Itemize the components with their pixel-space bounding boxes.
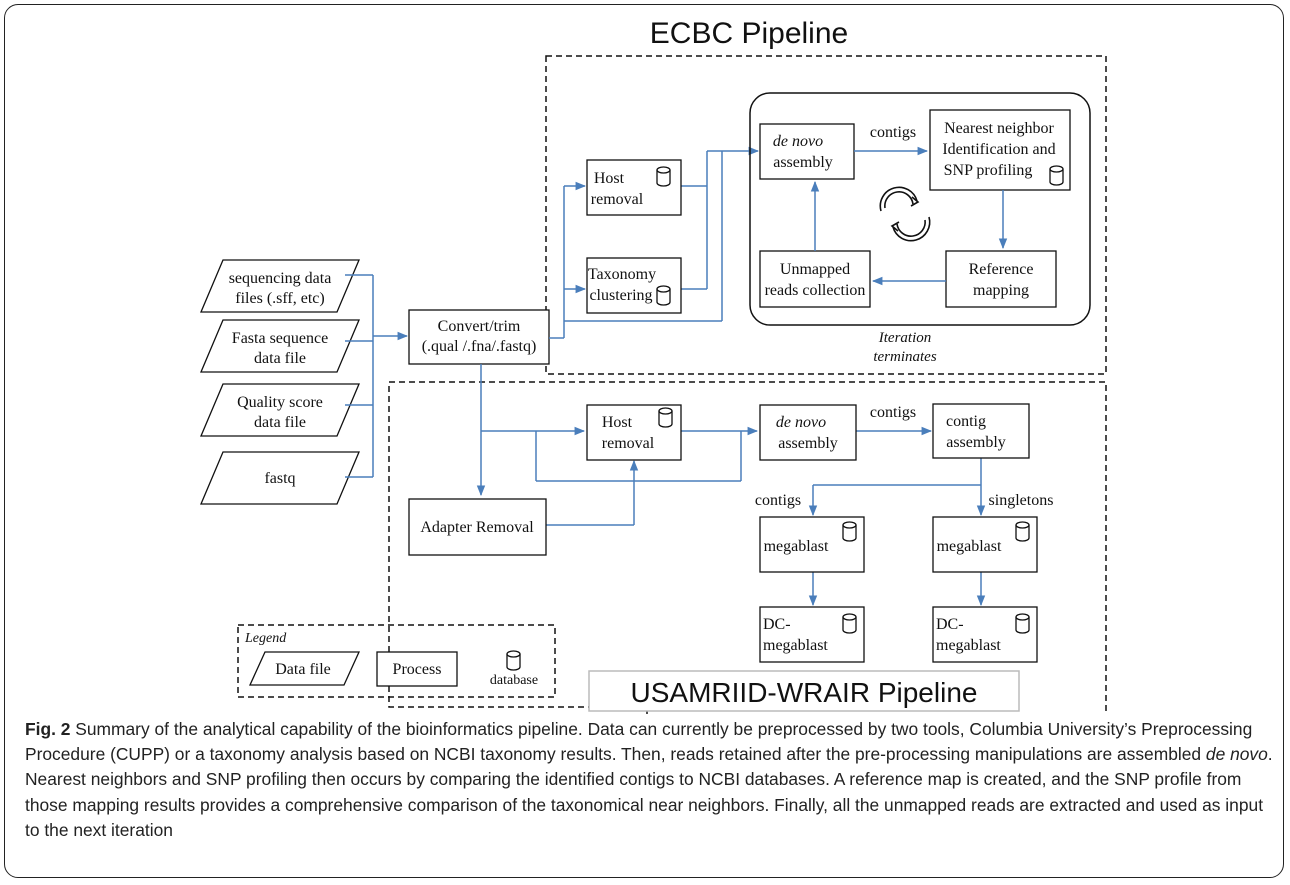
dc-megablast-right-box: DC- megablast	[932, 606, 1038, 663]
ecbc-denovo-line1: de novo	[773, 133, 823, 150]
unmapped-reads-box: Unmapped reads collection	[759, 250, 871, 308]
database-icon	[842, 521, 857, 542]
input-fastq-label: fastq	[264, 470, 295, 487]
database-icon	[842, 613, 857, 634]
usamriid-title: USAMRIID-WRAIR Pipeline	[631, 677, 978, 708]
legend-database: database	[490, 673, 538, 688]
caption-text-1: Summary of the analytical capability of …	[25, 719, 1253, 765]
ecbc-region	[545, 55, 1107, 375]
dc-left-line2: megablast	[763, 637, 828, 654]
database-icon	[656, 285, 671, 306]
pipeline-diagram: ECBC Pipeline sequencing data files (.sf…	[200, 17, 1107, 715]
unmapped-line2: reads collection	[765, 282, 866, 299]
database-icon	[656, 166, 671, 187]
nearest-neighbor-box: Nearest neighbor Identification and SNP …	[929, 109, 1071, 191]
figure-frame: ECBC Pipeline sequencing data files (.sf…	[4, 4, 1284, 878]
input-quality: Quality score data file	[200, 383, 360, 437]
reference-mapping-box: Reference mapping	[945, 250, 1057, 308]
contig-assembly-box: contig assembly	[932, 403, 1030, 459]
ecbc-host-line1: Host	[594, 170, 625, 187]
nearest-line1: Nearest neighbor	[944, 120, 1054, 137]
usa-singletons-label: singletons	[989, 492, 1054, 509]
adapter-label: Adapter Removal	[420, 519, 534, 536]
caption-denovo: de novo	[1205, 744, 1268, 765]
database-icon	[506, 650, 521, 671]
dc-left-line1: DC-	[763, 616, 791, 633]
ecbc-title: ECBC Pipeline	[650, 17, 848, 50]
input-sequencing-data: sequencing data files (.sff, etc)	[200, 259, 360, 313]
convert-line1: Convert/trim	[438, 318, 521, 335]
nearest-line2: Identification and	[942, 141, 1055, 158]
megablast-right-box: megablast	[932, 516, 1038, 573]
database-icon	[658, 407, 673, 428]
legend-process: Process	[393, 661, 442, 678]
input-connectors	[345, 274, 409, 478]
ecbc-denovo-line2: assembly	[773, 154, 833, 171]
usamriid-region	[388, 381, 1107, 715]
database-icon	[1015, 521, 1030, 542]
usamriid-connectors	[476, 364, 986, 607]
iteration-arrows	[810, 146, 1008, 286]
ecbc-taxonomy-box: Taxonomy clustering	[586, 257, 682, 314]
iteration-line1: Iteration	[878, 330, 932, 346]
legend-data-file: Data file	[275, 661, 331, 678]
adapter-removal-box: Adapter Removal	[408, 498, 547, 556]
usamriid-title-box	[588, 670, 1020, 712]
legend-process-shape	[376, 651, 458, 687]
usa-host-line1: Host	[602, 414, 633, 431]
dc-right-line2: megablast	[936, 637, 1001, 654]
input-quality-line2: data file	[254, 414, 306, 431]
reference-line2: mapping	[973, 282, 1029, 299]
input-fasta-line2: data file	[254, 350, 306, 367]
usa-host-line2: removal	[602, 435, 655, 452]
nearest-line3: SNP profiling	[944, 162, 1033, 179]
contig-assembly-line2: assembly	[946, 434, 1006, 451]
dc-megablast-left-box: DC- megablast	[759, 606, 865, 663]
ecbc-taxonomy-line2: clustering	[589, 287, 652, 304]
database-icon	[1049, 165, 1064, 186]
legend-data-file-shape	[248, 651, 361, 686]
iteration-container	[749, 92, 1091, 326]
figure-caption: Fig. 2 Summary of the analytical capabil…	[25, 717, 1275, 843]
dc-right-line1: DC-	[936, 616, 964, 633]
iteration-line2: terminates	[873, 349, 936, 365]
ecbc-contigs-label: contigs	[870, 124, 916, 141]
usa-contigs-top-label: contigs	[870, 404, 916, 421]
input-seq-line1: sequencing data	[229, 270, 332, 287]
input-quality-line1: Quality score	[237, 394, 323, 411]
ecbc-connectors	[549, 146, 760, 339]
input-fasta-line1: Fasta sequence	[232, 330, 328, 347]
ecbc-denovo-box: de novo assembly	[759, 123, 855, 180]
legend: Legend Data file Process database	[237, 624, 556, 698]
database-icon	[1015, 613, 1030, 634]
contig-assembly-line1: contig	[946, 413, 986, 430]
legend-title: Legend	[244, 631, 287, 646]
ecbc-taxonomy-line1: Taxonomy	[588, 266, 656, 283]
usamriid-denovo-box: de novo assembly	[759, 404, 857, 461]
input-fastq: fastq	[200, 451, 360, 505]
usa-denovo-line1: de novo	[776, 414, 826, 431]
megablast-left-box: megablast	[759, 516, 865, 573]
convert-line2: (.qual /.fna/.fastq)	[422, 338, 537, 355]
megablast-right-label: megablast	[937, 538, 1002, 555]
caption-text-2: . Nearest neighbors and SNP profiling th…	[25, 744, 1273, 840]
usamriid-host-removal-box: Host removal	[586, 404, 682, 461]
caption-label: Fig. 2	[25, 719, 71, 739]
usa-contigs-left-label: contigs	[755, 492, 801, 509]
ecbc-host-line2: removal	[591, 191, 644, 208]
input-seq-line2: files (.sff, etc)	[235, 290, 324, 307]
usa-denovo-line2: assembly	[778, 435, 838, 452]
unmapped-line1: Unmapped	[780, 261, 850, 278]
input-fasta: Fasta sequence data file	[200, 319, 360, 373]
convert-trim-box: Convert/trim (.qual /.fna/.fastq)	[408, 309, 550, 365]
megablast-left-label: megablast	[764, 538, 829, 555]
cycle-icon	[879, 186, 931, 242]
reference-line1: Reference	[969, 261, 1034, 278]
ecbc-host-removal-box: Host removal	[586, 159, 682, 216]
